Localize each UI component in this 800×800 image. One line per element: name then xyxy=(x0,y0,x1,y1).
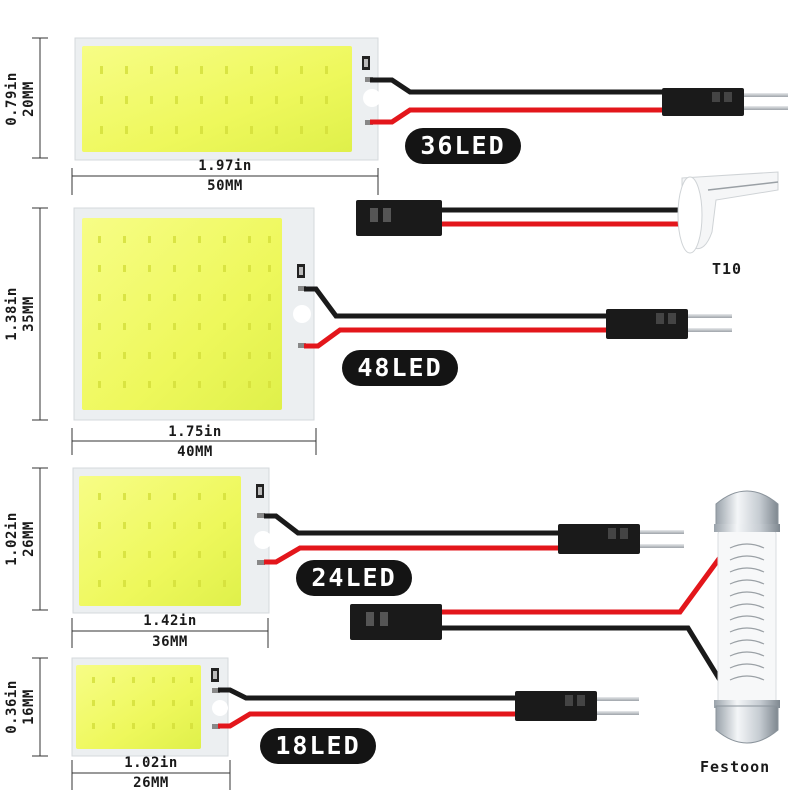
height-mm-36: 20MM xyxy=(21,81,37,117)
width-mm-18: 26MM xyxy=(133,775,169,791)
height-mm-24: 26MM xyxy=(21,521,37,557)
width-mm-24: 36MM xyxy=(152,634,188,650)
width-mm-36: 50MM xyxy=(207,178,243,194)
width-in-18: 1.02in xyxy=(124,755,178,771)
led-dots-24 xyxy=(98,493,226,587)
width-in-36: 1.97in xyxy=(198,158,252,174)
led-dots-48 xyxy=(98,236,271,388)
led-dots-36 xyxy=(100,66,328,134)
height-mm-48: 35MM xyxy=(21,296,37,332)
panel-24led xyxy=(72,467,684,614)
led-count-badge-24: 24LED xyxy=(296,560,412,596)
panel-18led xyxy=(71,657,639,757)
height-label-24led: 1.02in 26MM xyxy=(4,496,38,582)
panel-48led xyxy=(73,207,732,421)
width-in-48: 1.75in xyxy=(168,424,222,440)
led-dots-18 xyxy=(92,677,193,729)
height-in-18: 0.36in xyxy=(4,680,20,734)
dimension-lines xyxy=(32,37,379,790)
width-mm-48: 40MM xyxy=(177,444,213,460)
height-label-36led: 0.79in 20MM xyxy=(4,56,38,142)
led-count-badge-18: 18LED xyxy=(260,728,376,764)
led-count-badge-48: 48LED xyxy=(342,350,458,386)
height-in-24: 1.02in xyxy=(4,512,20,566)
height-label-48led: 1.38in 35MM xyxy=(4,271,38,357)
t10-adapter xyxy=(356,171,779,254)
led-count-badge-36: 36LED xyxy=(405,128,521,164)
t10-label: T10 xyxy=(712,260,743,278)
width-in-24: 1.42in xyxy=(143,613,197,629)
festoon-adapter xyxy=(350,490,780,744)
height-in-48: 1.38in xyxy=(4,287,20,341)
festoon-label: Festoon xyxy=(700,758,771,776)
height-in-36: 0.79in xyxy=(4,72,20,126)
panel-36led xyxy=(74,37,788,161)
height-label-18led: 0.36in 16MM xyxy=(4,664,38,750)
festoon-filament xyxy=(729,543,765,681)
height-mm-18: 16MM xyxy=(21,689,37,725)
